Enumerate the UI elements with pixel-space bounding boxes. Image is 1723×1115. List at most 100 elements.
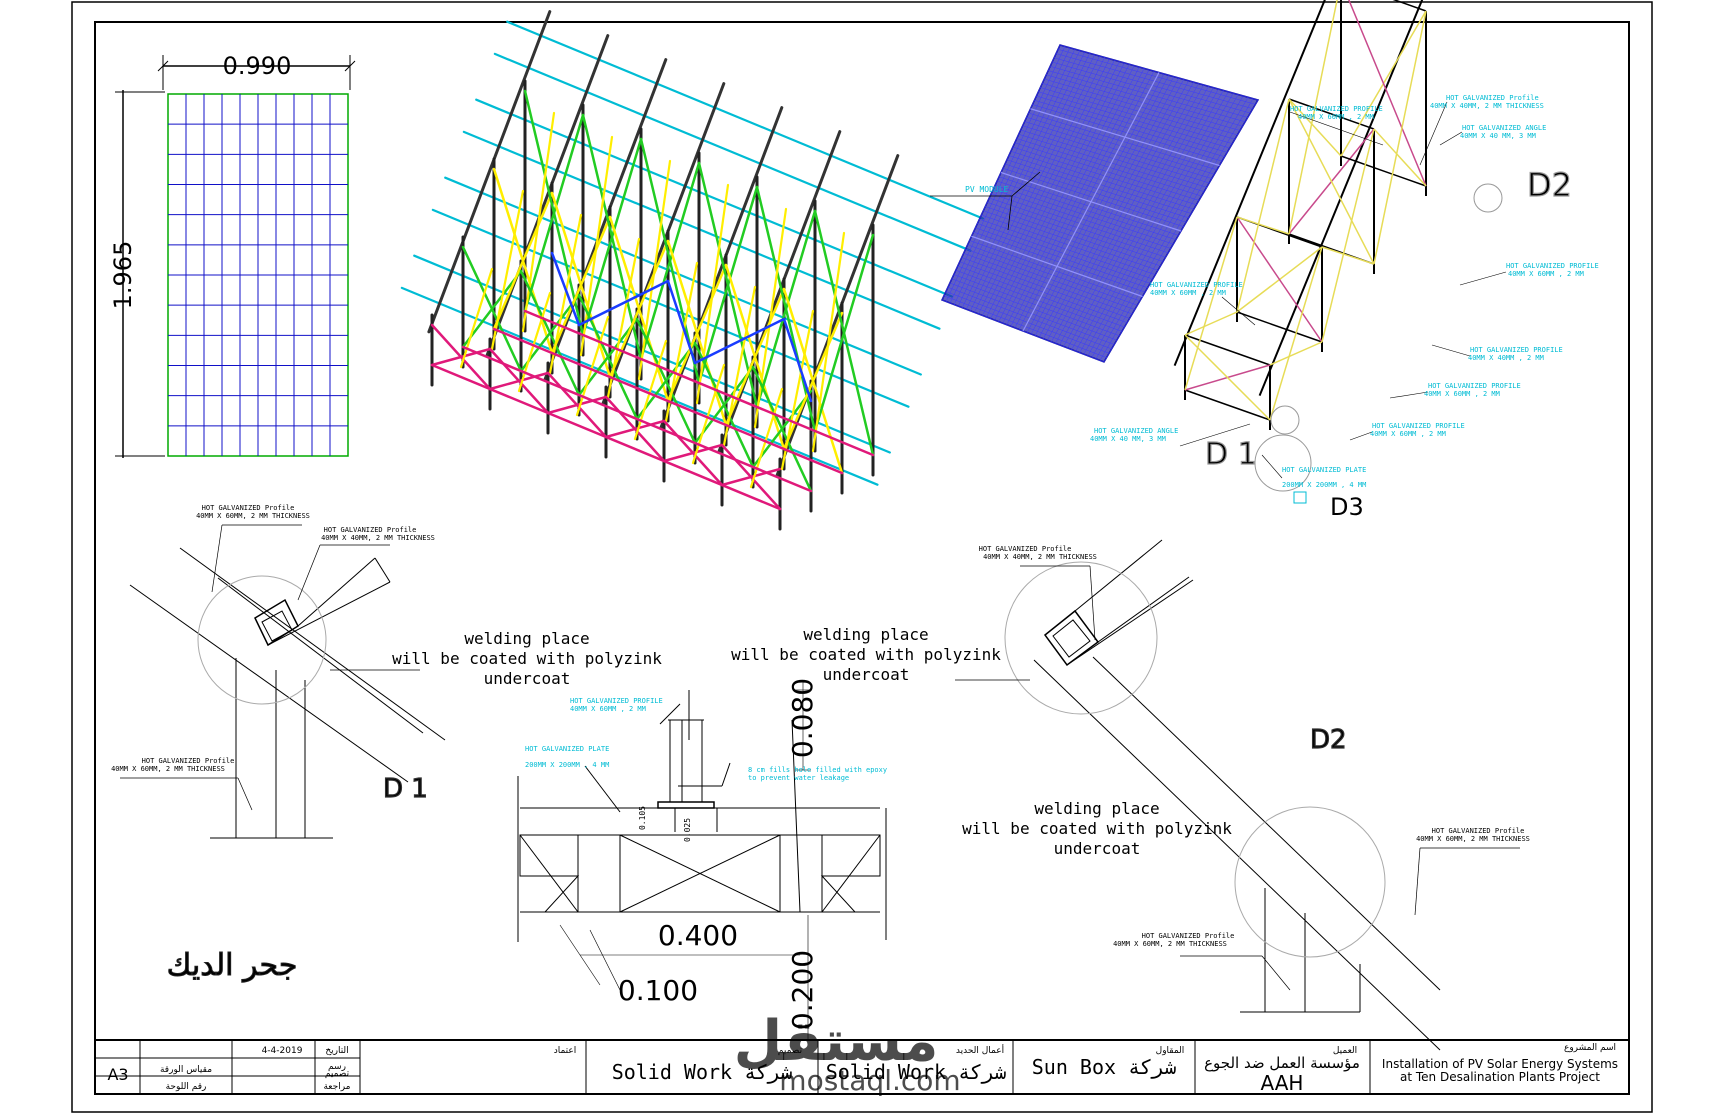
frame-d1-label: D 1 [1205,437,1257,472]
d1-welding-l1: welding place [464,629,589,648]
tb-contractor-value: Sun Box شركة [1032,1055,1177,1079]
frame-beam [1392,0,1427,12]
frame-plate-l1: HOT GALVANIZED PLATE [1282,466,1366,474]
pv-array-view: PV MODULE [930,44,1260,363]
leader-line [1221,296,1256,326]
brace [664,261,699,423]
frame-profile-top-l1: HOT GALVANIZED PROFILE [1290,105,1383,113]
tie-beam [492,327,844,475]
brace [633,339,668,441]
rafter [601,82,726,406]
leader-line [1431,344,1471,357]
d2-welding-l1: welding place [1034,799,1159,818]
rafter [427,10,552,334]
frame-angle-bottom-l1: HOT GALVANIZED ANGLE [1094,427,1178,435]
pv-module-label: PV MODULE [965,185,1009,194]
frame-plate-l2: 200MM X 200MM , 4 MM [1282,481,1366,489]
frame-brace [1348,0,1427,187]
frame-brace [1288,98,1342,157]
frame-angle-top-l1: HOT GALVANIZED ANGLE [1462,124,1546,132]
leader-line [1459,271,1507,286]
d1-profile3-l2: 40MM X 60MM, 2 MM THICKNESS [111,765,225,773]
tb-civil-value: Solid Work شركة [826,1060,1007,1084]
d3-dim-025: 0.025 [683,818,692,842]
tie-beam [461,345,813,493]
brace [722,285,757,447]
brace [581,113,643,361]
d2-profile1-l2: 40MM X 40MM, 2 MM THICKNESS [983,553,1097,561]
pv-module-divider [1022,72,1160,332]
leader-line [1439,131,1463,146]
brace [550,191,612,379]
rafter [775,154,900,478]
frame-beam [1340,155,1427,187]
frame-brace [1269,246,1323,421]
tie-beam [523,309,875,457]
tb-date-value: 4-4-2019 [262,1046,303,1056]
brace [606,237,641,399]
leader-line [1179,423,1251,447]
tb-civil-header: أعمال الحديد [956,1044,1004,1056]
d2-welding-l2: will be coated with polyzink [962,819,1232,838]
brace [724,263,786,451]
watermark-arabic: مستقل [734,1009,939,1074]
d2-profile1-l1: HOT GALVANIZED Profile [979,545,1072,553]
rafter [485,34,610,358]
d3-dim-080: 0.080 [786,678,819,758]
frame-d3-marker [1293,491,1307,504]
frame-brace [1288,0,1338,235]
brace [461,245,523,373]
frame-beam [1236,311,1323,343]
brace [575,315,610,417]
leader-line [1419,101,1448,166]
sheet-outer-border [71,1,1653,1113]
brace [548,213,583,375]
frame-profile-right1-l2: 40MM X 60MM , 2 MM [1508,270,1584,278]
frame-profile-top2-l2: 40MM X 40MM, 2 MM THICKNESS [1430,102,1544,110]
d3-plate-l1: HOT GALVANIZED PLATE [525,745,609,753]
brace [720,443,782,511]
brace [579,135,614,357]
frame-rafter [1173,0,1326,366]
frame-profile-top-l2: 40MM X 60MM , 2 MM [1298,113,1374,121]
frame-brace [1184,311,1238,336]
frame-isometric-view [1173,0,1507,492]
d3-dim-105: 0.105 [638,806,647,830]
frame-beam [1184,389,1271,421]
brace [459,267,494,369]
module-height-dimension: 1.965 [109,241,137,310]
diagonal-member [693,317,786,365]
d3-welding-l3: undercoat [823,665,910,684]
tb-client-header: العميل [1333,1046,1357,1056]
diagonal-member [666,279,697,365]
frame-brace [1321,128,1375,343]
module-dimension-view: 0.990 1.965 [109,52,356,458]
tb-project-line1: Installation of PV Solar Energy Systems [1382,1057,1618,1071]
brace [635,317,697,445]
purlin [493,52,972,252]
d2-profile3-l1: HOT GALVANIZED Profile [1142,932,1235,940]
d2-label: D2 [1310,725,1347,755]
tb-contractor-header: المقاول [1156,1046,1185,1056]
brace [517,291,552,393]
d1-profile2-l2: 40MM X 40MM, 2 MM THICKNESS [321,534,435,542]
frame-angle-bottom-l2: 40MM X 40 MM, 3 MM [1090,435,1166,443]
structure-isometric-view [400,10,984,531]
d1-welding-l3: undercoat [484,669,571,688]
d1-profile3-l1: HOT GALVANIZED Profile [142,757,235,765]
tb-review-label: مراجعة [323,1082,350,1092]
frame-beam [1184,334,1271,366]
rafter [717,130,842,454]
tb-client-abbr: AAH [1261,1071,1304,1095]
brace [695,183,730,405]
frame-profile-top2-l1: HOT GALVANIZED Profile [1446,94,1539,102]
d3-dim-400: 0.400 [658,919,738,952]
detail-d3-labels: HOT GALVANIZED PROFILE 40MM X 60MM , 2 M… [525,625,1001,1030]
purlin [506,20,984,220]
tb-client-value: مؤسسة العمل ضد الجوع [1204,1054,1360,1072]
tb-paper-value: A3 [107,1065,128,1084]
d2-profile3-l2: 40MM X 60MM, 2 MM THICKNESS [1113,940,1227,948]
tb-sheet-label: رقم اللوحة [166,1082,207,1092]
tb-drawn-label: رسم [328,1062,346,1072]
